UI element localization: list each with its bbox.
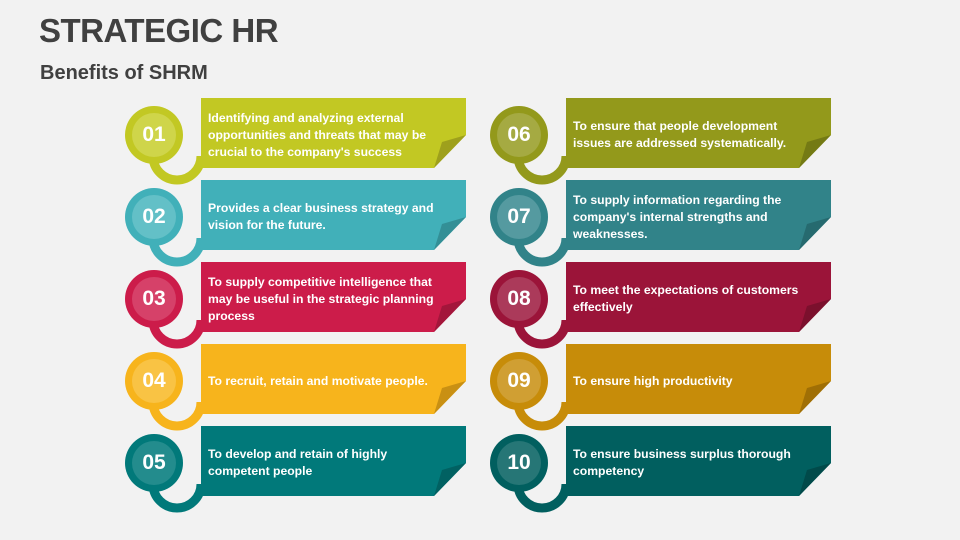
benefit-item-03: 03 To supply competitive intelligence th… — [119, 262, 466, 349]
banner-shape — [125, 262, 466, 349]
benefit-text: To ensure high productivity — [573, 373, 733, 388]
banner-shape — [490, 344, 831, 431]
benefit-text: To ensure that people development issues… — [573, 119, 787, 150]
step-number: 09 — [507, 369, 531, 392]
page-subtitle: Benefits of SHRM — [40, 62, 208, 84]
benefit-item-01: 01 Identifying and analyzing external op… — [119, 98, 466, 185]
step-number: 05 — [142, 451, 166, 474]
step-number: 06 — [507, 123, 531, 146]
benefit-text: To meet the expectations of customers ef… — [573, 283, 799, 314]
benefit-text: To ensure business surplus thorough comp… — [573, 447, 791, 478]
banner-shape — [490, 262, 831, 349]
benefit-item-04: 04 To recruit, retain and motivate peopl… — [119, 344, 466, 431]
banner-shape — [490, 180, 831, 267]
benefit-text: Provides a clear business strategy and v… — [208, 201, 434, 232]
benefit-text: To supply competitive intelligence that … — [208, 274, 434, 323]
benefit-item-08: 08 To meet the expectations of customers… — [484, 262, 831, 349]
step-number: 08 — [507, 287, 531, 310]
step-number: 03 — [142, 287, 166, 310]
benefit-item-10: 10 To ensure business surplus thorough c… — [484, 426, 831, 513]
banner-shape — [125, 98, 466, 185]
benefit-item-05: 05 To develop and retain of highly compe… — [119, 426, 466, 513]
benefit-text: To recruit, retain and motivate people. — [208, 373, 428, 388]
step-number: 04 — [142, 369, 166, 392]
step-number: 01 — [142, 123, 166, 146]
benefit-item-02: 02 Provides a clear business strategy an… — [119, 180, 466, 267]
banner-shape — [125, 426, 466, 513]
benefit-text: To supply information regarding the comp… — [573, 192, 782, 241]
step-number: 02 — [142, 205, 166, 228]
banner-shape — [490, 98, 831, 185]
benefit-item-06: 06 To ensure that people development iss… — [484, 98, 831, 185]
step-number: 10 — [507, 451, 531, 474]
benefit-item-07: 07 To supply information regarding the c… — [484, 180, 831, 267]
benefit-text: To develop and retain of highly competen… — [208, 447, 388, 478]
step-number: 07 — [507, 205, 531, 228]
benefit-text: Identifying and analyzing external oppor… — [208, 110, 427, 159]
banner-shape — [125, 344, 466, 431]
banner-shape — [490, 426, 831, 513]
page-title: STRATEGIC HR — [39, 12, 279, 49]
banner-shape — [125, 180, 466, 267]
benefit-item-09: 09 To ensure high productivity — [484, 344, 831, 431]
